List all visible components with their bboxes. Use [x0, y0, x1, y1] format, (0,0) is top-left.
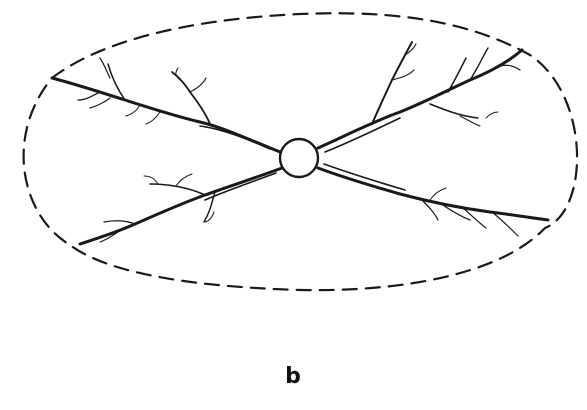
cell-body	[280, 139, 318, 177]
dendrite-upper-right	[318, 42, 522, 152]
dendrite-lower-right	[318, 164, 548, 236]
dendrite-upper-left	[52, 58, 280, 152]
panel-label: b	[283, 366, 303, 388]
dendrite-lower-left	[80, 168, 282, 244]
